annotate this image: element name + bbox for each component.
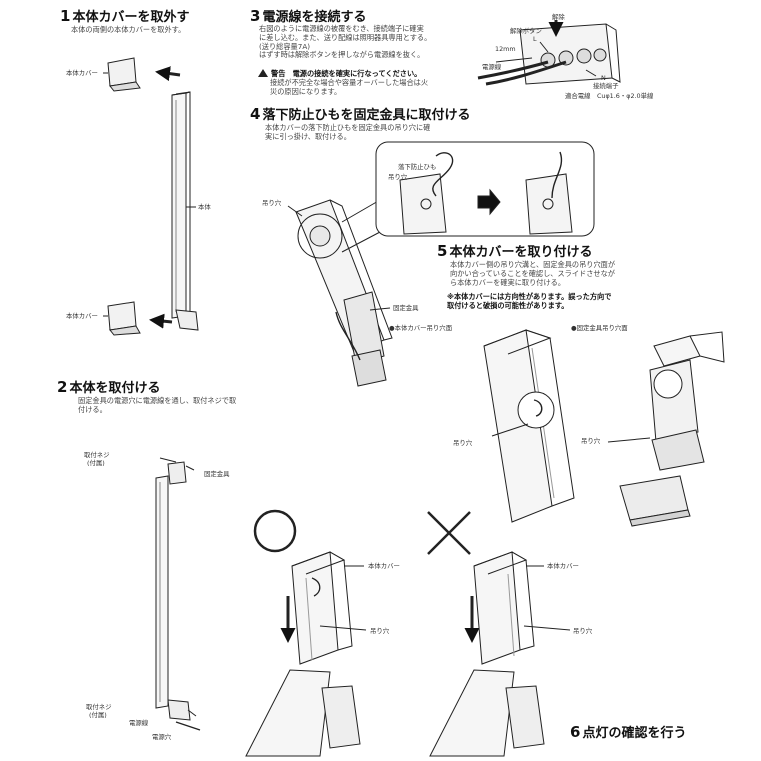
step5-caption-bracket-face: ●固定金具吊り穴面 [571, 324, 628, 332]
step3-warning-text: 接続が不完全な場合や容量オーバーした場合は火 災の原因になります。 [270, 78, 480, 97]
step4-label-hang-hole: 吊り穴 [262, 199, 282, 207]
warning-icon [258, 69, 268, 77]
step3-text-line: 右図のように電源線の被覆をむき、接続端子に確実 [259, 24, 424, 33]
step5-title-text: 本体カバーを取り付ける [449, 245, 593, 260]
step5-number: 5 [437, 242, 448, 260]
step1-title-text: 本体カバーを取外す [72, 10, 190, 25]
step5-label-cover-ng: 本体カバー [547, 562, 579, 570]
step2-label-power-wire: 電源線 [129, 719, 149, 727]
step5-text: 本体カバー側の吊り穴溝と、固定金具の吊り穴面が 向かい合っていることを確認し、ス… [450, 260, 665, 287]
step5-ng-figure [427, 511, 571, 757]
step2-label-screw-top: 取付ネジ [84, 451, 110, 459]
step1-text: 本体の両側の本体カバーを取外す。 [71, 25, 186, 34]
step2-label-screw-bottom: 取付ネジ [86, 703, 112, 711]
step2-title-text: 本体を取付ける [69, 381, 161, 396]
step4-text-line: 実に引っ掛け、取付ける。 [265, 131, 351, 141]
step1-number: 1 [60, 7, 71, 25]
step5-text-line: 本体カバー側の吊り穴溝と、固定金具の吊り穴面が [450, 260, 616, 269]
step1-label-body: 本体 [198, 203, 211, 211]
step5-text-line: ら本体カバーを確実に取り付ける。 [450, 277, 566, 287]
step5-note-line: 取付けると破損の可能性があります。 [447, 300, 569, 310]
step4-label-fall-cord: 落下防止ひも [398, 163, 437, 171]
step2-text-line: 付ける。 [78, 404, 107, 414]
step3-label-12mm: 12mm [495, 45, 516, 53]
step1-label-cover-bottom: 本体カバー [66, 312, 98, 320]
step5-caption-cover-face: ●本体カバー吊り穴面 [389, 324, 453, 332]
step3-text-line: (送り総容量7A) [259, 41, 311, 51]
step3-number: 3 [250, 7, 261, 25]
step4-number: 4 [250, 105, 261, 123]
step3-label-wire-spec: 適合電線 Cuφ1.6・φ2.0単線 [565, 92, 654, 100]
step6-number: 6 [570, 723, 581, 741]
step2-text-line: 固定金具の電源穴に電源線を通し、取付ネジで取 [78, 396, 237, 405]
step2-label-power-hole: 電源穴 [152, 733, 172, 741]
step2-label-bracket: 固定金具 [204, 470, 230, 478]
step3-warning-head: 警告 電源の接続を確実に行なってください。 [271, 69, 422, 78]
step3-label-terminal: 接続端子 [593, 82, 619, 90]
step2-text: 固定金具の電源穴に電源線を通し、取付ネジで取付ける。 [78, 396, 288, 415]
step5-cover-face [483, 329, 575, 523]
step4-label-hang-hole-detail: 吊り穴 [388, 173, 408, 181]
step4-text: 本体カバーの落下防止ひもを固定金具の吊り穴に確 実に引っ掛け、取付ける。 [265, 123, 475, 142]
step4-title-text: 落下防止ひもを固定金具に取付ける [262, 108, 471, 123]
step5-text-line: 向かい合っていることを確認し、スライドさせなが [450, 268, 615, 278]
step3-title-text: 電源線を接続する [262, 10, 367, 25]
step3-text-line: に差し込む。また、送り配線は照明器具専用とする。 [259, 32, 432, 42]
step3-label-release-button: 解除ボタン [510, 27, 542, 35]
step2-number: 2 [57, 378, 68, 396]
step3-figure [477, 20, 621, 86]
step4-text-line: 本体カバーの落下防止ひもを固定金具の吊り穴に確 [265, 123, 431, 132]
step3-label-power-wire: 電源線 [482, 63, 502, 71]
step5-note-line: ※本体カバーには方向性があります。誤った方向で [447, 292, 612, 301]
step5-label-hole-ng: 吊り穴 [573, 627, 593, 635]
step3-label-L: L [533, 35, 537, 43]
step1-figure [103, 57, 199, 336]
step3-warning-line: 災の原因になります。 [270, 86, 342, 96]
step3-label-release: 解除 [552, 13, 565, 21]
step1-label-cover-top: 本体カバー [66, 69, 98, 77]
step3-text-line: はずす時は解除ボタンを押しながら電源線を抜く。 [259, 50, 425, 60]
step4-figure [287, 141, 595, 387]
step6-title-text: 点灯の確認を行う [582, 726, 687, 741]
step2-label-screw-top-note: (付属) [87, 459, 105, 467]
step5-ok-figure [245, 509, 367, 757]
step5-label-hang-hole-cover: 吊り穴 [453, 439, 473, 447]
step3-warning-line: 接続が不完全な場合や容量オーバーした場合は火 [270, 78, 429, 87]
step4-label-bracket: 固定金具 [393, 304, 419, 312]
step5-bracket-face [607, 331, 725, 527]
step3-warning: 警告 電源の接続を確実に行なってください。 [258, 69, 478, 79]
step5-note: ※本体カバーには方向性があります。誤った方向で 取付けると破損の可能性があります… [447, 292, 667, 311]
step5-label-hole-ok: 吊り穴 [370, 627, 390, 635]
step5-label-hang-hole-bracket: 吊り穴 [581, 437, 601, 445]
step5-label-cover-ok: 本体カバー [368, 562, 400, 570]
step2-label-screw-bottom-note: (付属) [89, 711, 107, 719]
step3-label-N: N [601, 74, 606, 82]
step3-text: 右図のように電源線の被覆をむき、接続端子に確実 に差し込む。また、送り配線は照明… [259, 24, 469, 60]
step2-figure [155, 457, 201, 731]
